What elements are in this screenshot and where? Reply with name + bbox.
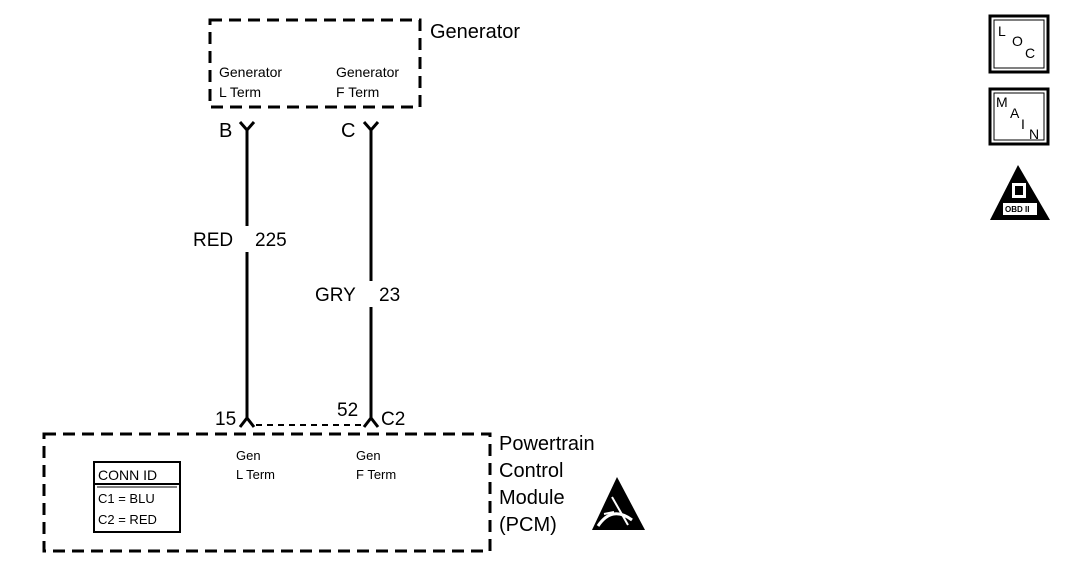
pcm-component: Gen L Term Gen F Term CONN ID C1 = BLU C…: [42, 432, 492, 553]
svg-text:I: I: [1021, 116, 1025, 132]
pcm-title-line-1: Powertrain: [499, 433, 595, 455]
generator-f-term-label-1: Generator: [336, 64, 399, 80]
connector-symbol-52: [362, 415, 380, 428]
obd-ii-triangle-icon[interactable]: OBD II: [990, 165, 1050, 220]
connector-symbol-15: [238, 415, 256, 428]
conn-id-header: CONN ID: [98, 467, 157, 483]
svg-text:C: C: [1025, 45, 1035, 61]
pcm-pin-15: 15: [215, 409, 236, 430]
loc-icon[interactable]: L O C: [988, 14, 1050, 74]
generator-box: [208, 18, 422, 109]
connector-symbol-c: [362, 121, 380, 133]
conn-id-table: CONN ID C1 = BLU C2 = RED: [93, 461, 181, 533]
esd-sensitive-icon: [592, 477, 645, 530]
wire-color-red: RED: [193, 230, 233, 251]
conn-id-row-c1: C1 = BLU: [98, 491, 155, 506]
obd-ii-label: OBD II: [1005, 205, 1029, 214]
generator-pin-b: B: [219, 120, 232, 142]
wire-circuit-225: 225: [255, 230, 287, 251]
svg-text:L: L: [998, 23, 1006, 39]
pcm-pin-52: 52: [337, 400, 358, 421]
svg-text:N: N: [1029, 126, 1039, 142]
generator-f-term-label-2: F Term: [336, 84, 379, 100]
pcm-l-term-label-1: Gen: [236, 448, 261, 463]
generator-title: Generator: [430, 21, 520, 43]
pcm-connector-c2: C2: [381, 409, 405, 430]
pcm-box: [42, 432, 492, 553]
svg-text:O: O: [1012, 33, 1023, 49]
pcm-l-term-label-2: L Term: [236, 467, 275, 482]
svg-text:A: A: [1010, 105, 1020, 121]
generator-l-term-label-2: L Term: [219, 84, 261, 100]
pcm-title-line-4: (PCM): [499, 514, 557, 536]
generator-pin-c: C: [341, 120, 355, 142]
pcm-f-term-label-1: Gen: [356, 448, 381, 463]
wire-color-gry: GRY: [315, 285, 356, 306]
generator-component: Generator Generator L Term Generator F T…: [208, 18, 520, 109]
main-icon[interactable]: M A I N: [988, 87, 1050, 146]
wire-circuit-23: 23: [379, 285, 400, 306]
pcm-title-line-2: Control: [499, 460, 563, 482]
connector-symbol-b: [238, 121, 256, 133]
conn-id-row-c2: C2 = RED: [98, 512, 157, 527]
svg-text:M: M: [996, 94, 1008, 110]
pcm-f-term-label-2: F Term: [356, 467, 396, 482]
pcm-title-line-3: Module: [499, 487, 565, 509]
generator-l-term-label-1: Generator: [219, 64, 282, 80]
